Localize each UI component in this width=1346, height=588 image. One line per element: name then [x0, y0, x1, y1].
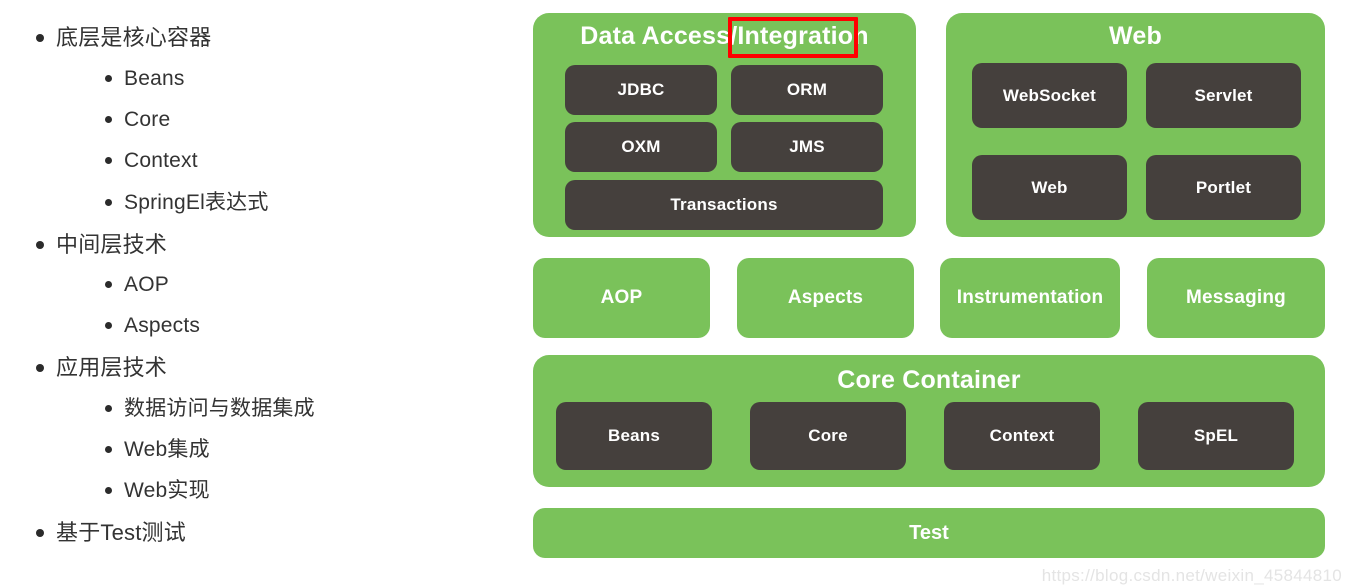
outline-item: 中间层技术 — [36, 234, 167, 256]
module-box: JDBC — [565, 65, 717, 115]
bullet-dot-icon — [36, 529, 44, 537]
module-box-label: JMS — [789, 137, 825, 156]
bullet-dot-icon — [105, 281, 112, 288]
module-box: Core — [750, 402, 906, 470]
middle-layer-box-label: Messaging — [1186, 287, 1286, 308]
outline-item: 底层是核心容器 — [36, 27, 211, 49]
outline-item-label: AOP — [124, 273, 169, 296]
middle-layer-box: Aspects — [737, 258, 914, 338]
module-box-label: Beans — [607, 426, 661, 445]
bullet-dot-icon — [105, 322, 112, 329]
outline-item: Context — [105, 150, 198, 171]
bullet-dot-icon — [105, 405, 112, 412]
bullet-dot-icon — [105, 446, 112, 453]
module-box-label: Servlet — [1194, 85, 1253, 105]
outline-item-label: 中间层技术 — [56, 232, 168, 257]
module-box: Context — [944, 402, 1100, 470]
middle-layer-box-label: AOP — [600, 287, 643, 308]
module-box: Transactions — [565, 180, 883, 230]
module-box: OXM — [565, 122, 717, 172]
bullet-dot-icon — [36, 34, 44, 42]
panel-title-web: Web — [1109, 22, 1162, 50]
outline-item: Web集成 — [105, 439, 210, 460]
module-box: Portlet — [1146, 155, 1301, 220]
middle-layer-box: Instrumentation — [940, 258, 1120, 338]
module-box-label: OXM — [621, 137, 661, 156]
outline-item: Web实现 — [105, 480, 210, 501]
outline-item: Aspects — [105, 315, 200, 336]
outline-item-label: 数据访问与数据集成 — [124, 397, 315, 420]
bullet-dot-icon — [105, 116, 112, 123]
watermark-url: https://blog.csdn.net/weixin_45844810 — [1041, 566, 1342, 585]
bullet-dot-icon — [105, 487, 112, 494]
outline-item: 数据访问与数据集成 — [105, 398, 315, 419]
bullet-dot-icon — [36, 241, 44, 249]
outline-item: Beans — [105, 68, 185, 89]
outline-item-label: 底层是核心容器 — [56, 25, 212, 50]
outline-item-label: Web集成 — [124, 438, 210, 461]
module-box-label: Context — [989, 426, 1055, 445]
module-box-label: Transactions — [670, 195, 778, 214]
panel-title-data-access-integration: Data Access/Integration — [580, 22, 869, 50]
outline-item-label: Core — [124, 108, 171, 131]
module-box: WebSocket — [972, 63, 1127, 128]
outline-item-label: Aspects — [124, 314, 201, 337]
module-box-label: Web — [1031, 177, 1068, 197]
module-box-label: ORM — [786, 80, 828, 99]
module-box-label: Core — [808, 426, 848, 445]
module-box-label: SpEL — [1193, 426, 1239, 445]
outline-item-label: 基于Test测试 — [56, 520, 186, 545]
outline-item: AOP — [105, 274, 169, 295]
module-box: ORM — [731, 65, 883, 115]
outline-item: 基于Test测试 — [36, 522, 186, 544]
test-layer-bar: Test — [533, 508, 1325, 558]
outline-item-label: 应用层技术 — [56, 355, 168, 380]
bullet-dot-icon — [36, 364, 44, 372]
outline-item-label: Web实现 — [124, 479, 210, 502]
module-box-label: JDBC — [617, 80, 665, 99]
middle-layer-box-label: Instrumentation — [956, 287, 1104, 308]
module-box: Beans — [556, 402, 712, 470]
module-box: SpEL — [1138, 402, 1294, 470]
panel-title-core-container: Core Container — [837, 366, 1021, 394]
bullet-dot-icon — [105, 199, 112, 206]
middle-layer-box: AOP — [533, 258, 710, 338]
outline-item-label: Context — [124, 149, 198, 172]
middle-layer-box: Messaging — [1147, 258, 1325, 338]
outline-item-label: SpringEl表达式 — [124, 191, 269, 214]
module-box-label: Portlet — [1195, 177, 1252, 197]
bullet-dot-icon — [105, 75, 112, 82]
bullet-dot-icon — [105, 157, 112, 164]
test-layer-label: Test — [909, 521, 949, 544]
module-box: Servlet — [1146, 63, 1301, 128]
outline-item: Core — [105, 109, 170, 130]
middle-layer-box-label: Aspects — [787, 287, 864, 308]
outline-item: SpringEl表达式 — [105, 192, 269, 213]
outline-item-label: Beans — [124, 67, 185, 90]
module-box: Web — [972, 155, 1127, 220]
module-box: JMS — [731, 122, 883, 172]
module-box-label: WebSocket — [1002, 85, 1097, 105]
outline-item: 应用层技术 — [36, 357, 167, 379]
